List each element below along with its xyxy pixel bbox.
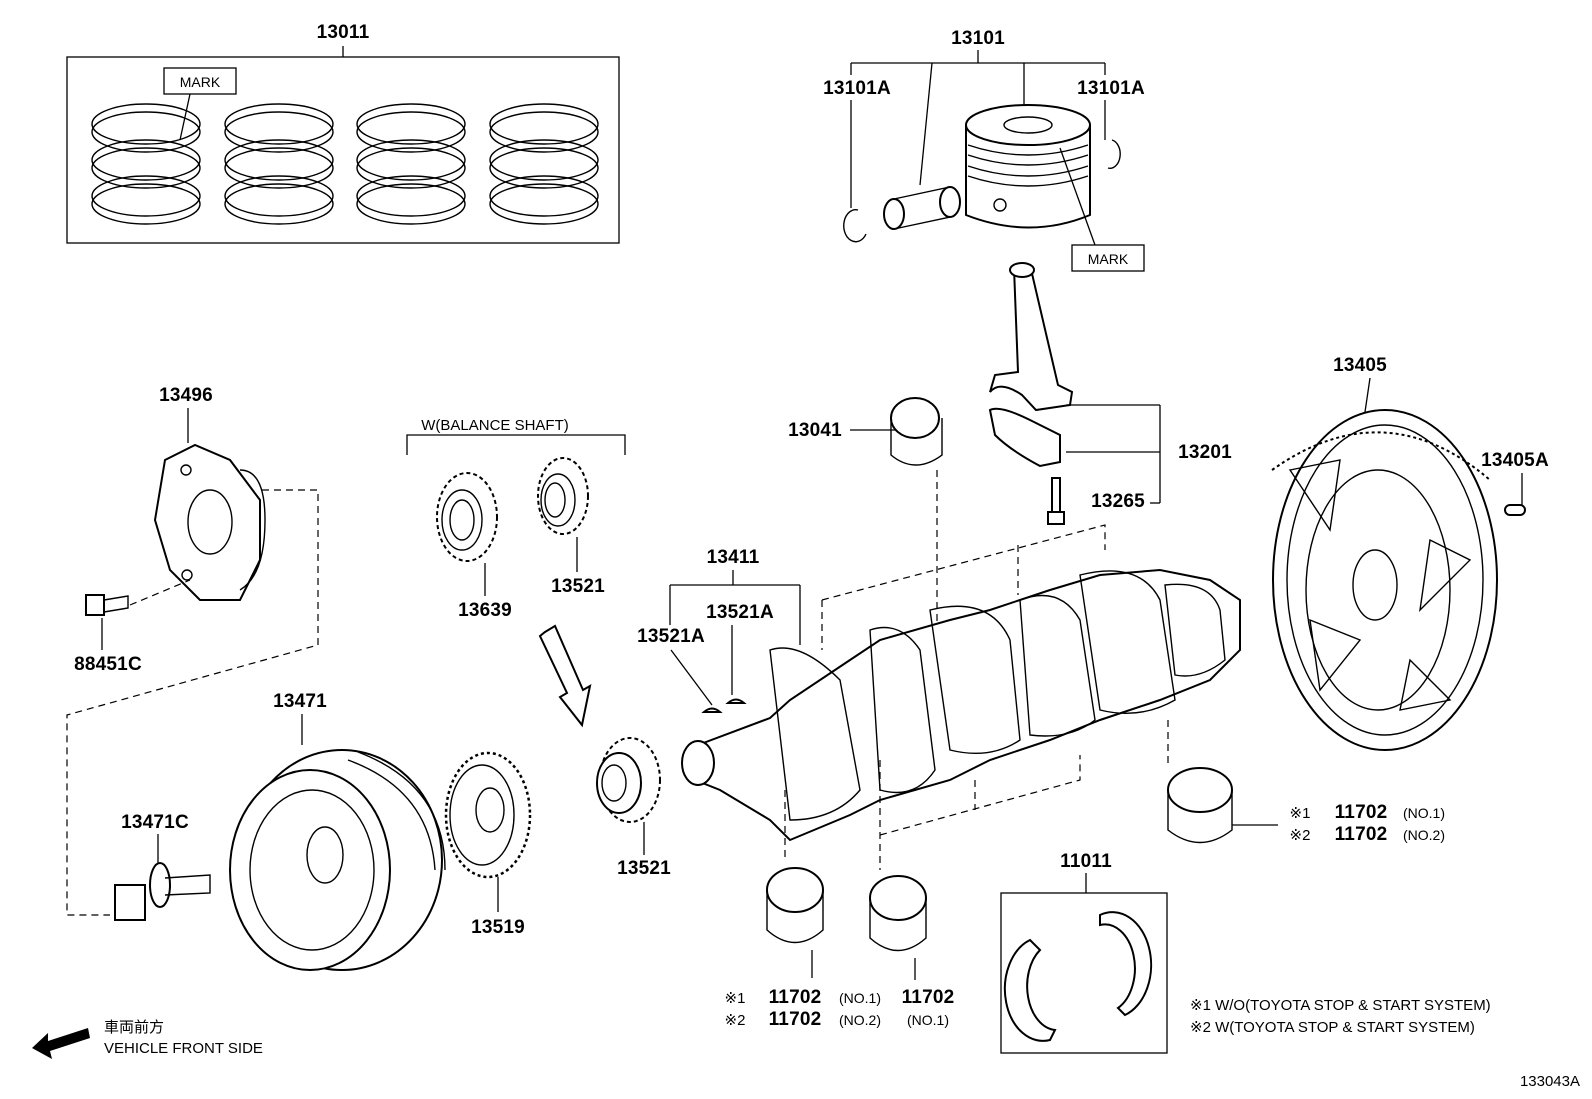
ring-set-frame	[66, 56, 620, 244]
gear-13521-bottom[interactable]: 13521	[596, 737, 671, 879]
bolt-88451c[interactable]: 88451C	[74, 594, 142, 675]
crank-pulley[interactable]: 13471	[229, 691, 446, 971]
ring-stack-1	[91, 103, 201, 225]
piston-set[interactable]: 13101 13101A 13101A	[823, 28, 1145, 272]
flywheel[interactable]: 13405	[1271, 355, 1498, 751]
label-13411: 13411	[707, 547, 760, 568]
label-13471: 13471	[273, 691, 327, 712]
label-11011: 11011	[1060, 851, 1112, 872]
bearing-13041[interactable]: 13041	[788, 397, 943, 640]
label-13519: 13519	[471, 917, 525, 938]
piston-pin	[883, 186, 961, 230]
label-11702-r-no1: (NO.1)	[1403, 805, 1445, 821]
label-mark2-left: ※2	[725, 1012, 746, 1029]
label-11702-bl: 11702	[769, 987, 822, 1008]
label-11702-r-no2: (NO.2)	[1403, 827, 1445, 843]
balance-shaft-group[interactable]: W(BALANCE SHAFT)	[406, 417, 626, 455]
label-mark1-left: ※1	[725, 990, 746, 1007]
ring-stack-3	[356, 103, 466, 225]
label-mark1-right: ※1	[1290, 805, 1311, 822]
label-88451c: 88451C	[74, 654, 142, 675]
label-13265: 13265	[1091, 491, 1145, 512]
vehicle-front-indicator: 車両前方 VEHICLE FRONT SIDE	[32, 1019, 263, 1059]
legend-note-1: ※1 W/O(TOYOTA STOP & START SYSTEM)	[1190, 997, 1491, 1014]
label-13405a: 13405A	[1481, 450, 1549, 471]
label-front-jp: 車両前方	[104, 1019, 164, 1036]
bolt-13471c[interactable]: 13471C	[114, 812, 211, 921]
gear-13639[interactable]: 13639	[436, 472, 512, 621]
plate-13496[interactable]: 13496	[66, 385, 319, 916]
illustration-id: 133043A	[1520, 1073, 1580, 1090]
legend-note-2: ※2 W(TOYOTA STOP & START SYSTEM)	[1190, 1019, 1475, 1036]
label-13639: 13639	[458, 600, 512, 621]
snap-ring-right	[1107, 139, 1121, 169]
label-11702-r-alt: 11702	[1335, 824, 1388, 845]
ring-stack-4	[489, 103, 599, 225]
label-front-en: VEHICLE FRONT SIDE	[104, 1040, 263, 1057]
label-13101a-left: 13101A	[823, 78, 891, 99]
key-group[interactable]: 13411 13521A 13521A	[637, 547, 801, 713]
thrust-washer-set[interactable]: 11011	[1000, 851, 1168, 1054]
gear-13521-top[interactable]: 13521	[537, 457, 605, 597]
label-11702-bl-alt: 11702	[769, 1009, 822, 1030]
direction-arrow	[538, 624, 592, 728]
label-mark2-right: ※2	[1290, 827, 1311, 844]
label-13101a-right: 13101A	[1077, 78, 1145, 99]
label-13471c: 13471C	[121, 812, 189, 833]
label-11702-bm-no1: (NO.1)	[907, 1012, 949, 1028]
label-11702-bl-no1: (NO.1)	[839, 990, 881, 1006]
snap-ring-left	[843, 209, 867, 243]
label-mark-piston: MARK	[1088, 251, 1129, 267]
piston-ring-set[interactable]: 13011 MARK	[66, 22, 620, 244]
bearing-bottom-left[interactable]: ※1 11702 (NO.1) ※2 11702 (NO.2)	[725, 867, 881, 1030]
flywheel-pin[interactable]: 13405A	[1481, 450, 1549, 516]
label-13405: 13405	[1333, 355, 1387, 376]
bearing-bottom-mid[interactable]: 11702 (NO.1)	[869, 875, 955, 1028]
label-13521-bottom: 13521	[617, 858, 671, 879]
label-11702-bm: 11702	[902, 987, 955, 1008]
label-13101: 13101	[951, 28, 1005, 49]
label-11702-bl-no2: (NO.2)	[839, 1012, 881, 1028]
label-balance-shaft: W(BALANCE SHAFT)	[421, 417, 569, 434]
label-13041: 13041	[788, 420, 842, 441]
bearing-right[interactable]: ※1 11702 (NO.1) ※2 11702 (NO.2)	[1167, 767, 1445, 845]
conrod-bolt	[1047, 477, 1065, 525]
crankshaft[interactable]	[681, 568, 1241, 842]
label-11702-r: 11702	[1335, 802, 1388, 823]
label-mark-rings: MARK	[180, 74, 221, 90]
label-13521a-left: 13521A	[637, 626, 705, 647]
piston	[965, 104, 1091, 229]
label-13521a-right: 13521A	[706, 602, 774, 623]
connecting-rod[interactable]: 13201 13265	[988, 262, 1232, 525]
label-13496: 13496	[159, 385, 213, 406]
ring-stack-2	[224, 103, 334, 225]
label-13011: 13011	[317, 22, 370, 43]
label-13201: 13201	[1178, 442, 1232, 463]
label-13521-top: 13521	[551, 576, 605, 597]
front-arrow-icon	[32, 1028, 90, 1059]
gear-13519[interactable]: 13519	[444, 751, 532, 938]
